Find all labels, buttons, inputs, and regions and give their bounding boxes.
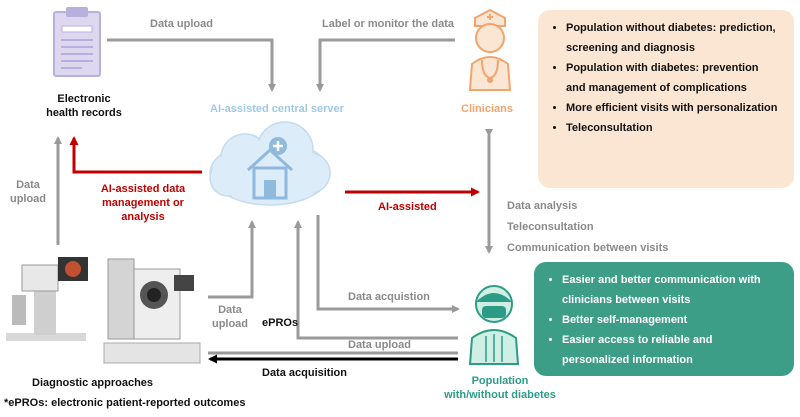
population-title: Population with/without diabetes <box>444 375 556 401</box>
clinicians-title: Clinicians <box>461 103 513 115</box>
clinician-benefit-item: Population with diabetes: prevention and… <box>566 58 780 98</box>
clipboard-icon <box>53 7 101 77</box>
label-data-upload-mid: Data upload <box>211 304 249 330</box>
diagnostic-title: Diagnostic approaches <box>32 377 154 389</box>
arrow-diagnostic-to-server <box>208 220 256 299</box>
label-data-upload-bottom: Data upload <box>348 339 411 351</box>
arrow-population-to-server <box>294 220 458 340</box>
clinician-benefits-box: Population without diabetes: prediction,… <box>538 10 794 188</box>
cloud-hospital-icon <box>209 121 331 206</box>
masked-person-icon <box>468 285 520 365</box>
ehr-title: Electronic health records <box>46 93 122 119</box>
arrow-server-to-population <box>316 215 460 313</box>
population-benefits-box: Easier and better communication with cli… <box>534 262 794 376</box>
arrow-clinician-to-server <box>316 38 455 92</box>
label-epros: ePROs <box>262 317 299 329</box>
population-benefit-item: Easier and better communication with cli… <box>562 270 780 310</box>
server-title: AI-assisted central server <box>210 103 344 115</box>
clinician-benefit-item: Teleconsultation <box>566 118 780 138</box>
clinician-benefit-item: Population without diabetes: prediction,… <box>566 18 780 58</box>
footnote: *ePROs: electronic patient-reported outc… <box>4 397 246 409</box>
population-benefit-item: Better self-management <box>562 310 780 330</box>
label-clinician-population: Data analysis Teleconsultation Communica… <box>507 200 669 254</box>
population-benefit-item: Easier access to reliable and personaliz… <box>562 330 780 370</box>
retinal-camera-icon <box>6 257 201 364</box>
label-data-upload-top: Data upload <box>150 18 213 30</box>
label-data-acquisition-mid: Data acquistion <box>348 291 430 303</box>
nurse-icon <box>468 8 512 91</box>
arrow-ehr-to-server <box>107 38 276 92</box>
label-label-monitor: Label or monitor the data <box>322 18 455 30</box>
arrow-server-to-ehr <box>69 136 202 174</box>
clinician-benefit-item: More efficient visits with personalizati… <box>566 98 780 118</box>
label-ai-management: AI-assisted data management or analysis <box>100 183 186 223</box>
label-data-upload-left: Data upload <box>9 179 47 205</box>
label-data-acquisition-bottom: Data acquisition <box>262 367 347 379</box>
label-ai-assisted: AI-assisted <box>378 201 437 213</box>
